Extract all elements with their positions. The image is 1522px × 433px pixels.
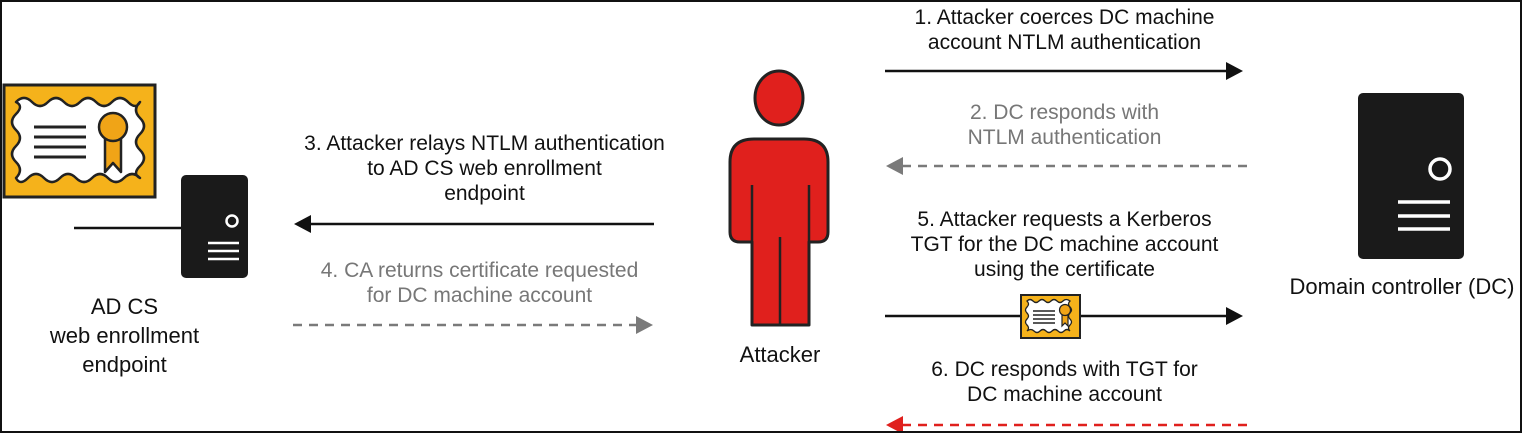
step-6-label: 6. DC responds with TGT for DC machine a… xyxy=(931,358,1198,406)
attacker-person-icon xyxy=(728,69,830,327)
step-3-label: 3. Attacker relays NTLM authentication t… xyxy=(304,132,665,205)
attacker-label: Attacker xyxy=(739,342,821,367)
step-2-label: 2. DC responds with NTLM authentication xyxy=(967,101,1162,149)
adcs-label: AD CS web enrollment endpoint xyxy=(49,294,200,377)
step-5-label: 5. Attacker requests a Kerberos TGT for … xyxy=(910,208,1219,281)
dc-server-icon xyxy=(1358,93,1464,259)
arrow-step-4 xyxy=(293,316,653,334)
adcs-certificate-icon xyxy=(2,83,157,199)
step-1-label: 1. Attacker coerces DC machine account N… xyxy=(914,6,1215,54)
arrow-step-6 xyxy=(886,416,1247,431)
step-4-label: 4. CA returns certificate requested for … xyxy=(320,259,639,307)
arrow-step-1 xyxy=(885,62,1243,80)
arrow-step-3 xyxy=(294,215,654,233)
dc-label: Domain controller (DC) xyxy=(1289,274,1515,299)
carried-certificate-icon xyxy=(1020,294,1081,339)
adcs-server-icon xyxy=(181,175,248,278)
arrow-step-2 xyxy=(886,157,1247,175)
